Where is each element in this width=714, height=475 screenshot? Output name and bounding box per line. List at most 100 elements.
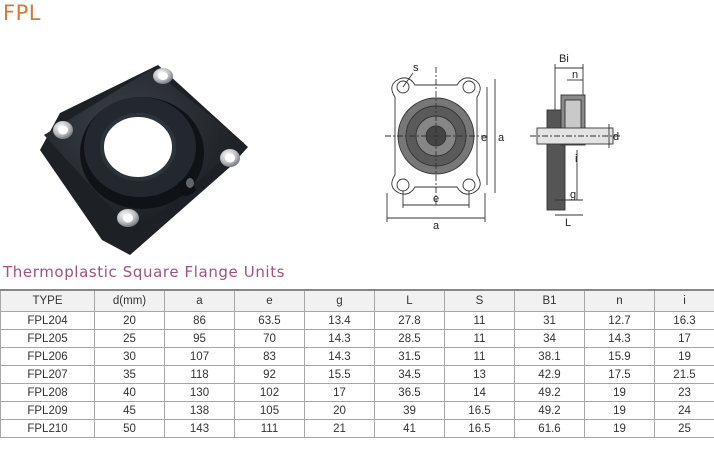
label-a-vertical: a — [498, 132, 505, 144]
header-type: TYPE — [0, 289, 95, 312]
cell-s: 16.5 — [444, 401, 515, 420]
cell-type: FPL206 — [0, 347, 95, 366]
cell-i: 21.5 — [654, 365, 714, 384]
cell-i: 23 — [654, 383, 714, 402]
cell-n: 19 — [584, 419, 655, 438]
table-row: FPL205 25 95 70 14.3 28.5 11 34 14.3 17 — [0, 329, 714, 348]
label-e-vertical: e — [481, 132, 487, 144]
cell-i: 16.3 — [654, 311, 714, 330]
cell-g: 14.3 — [304, 347, 375, 366]
cell-e: 70 — [234, 329, 305, 348]
cell-l: 41 — [374, 419, 445, 438]
cell-type: FPL207 — [0, 365, 95, 384]
cell-b1: 34 — [514, 329, 585, 348]
cell-e: 63.5 — [234, 311, 305, 330]
cell-e: 102 — [234, 383, 305, 402]
cell-d: 30 — [94, 347, 165, 366]
cell-i: 24 — [654, 401, 714, 420]
header-l: L — [374, 289, 445, 312]
cell-g: 15.5 — [304, 365, 375, 384]
side-view-drawing: Bi n d i g L — [530, 53, 620, 229]
cell-a: 138 — [164, 401, 235, 420]
cell-n: 19 — [584, 401, 655, 420]
label-g: g — [570, 189, 576, 201]
label-bi: Bi — [559, 53, 569, 65]
header-b1: B1 — [514, 289, 585, 312]
cell-i: 19 — [654, 347, 714, 366]
cell-a: 143 — [164, 419, 235, 438]
cell-e: 111 — [234, 419, 305, 438]
label-s: s — [413, 62, 419, 74]
header-i: i — [654, 289, 714, 312]
cell-n: 14.3 — [584, 329, 655, 348]
cell-g: 13.4 — [304, 311, 375, 330]
label-l: L — [565, 217, 571, 229]
cell-s: 11 — [444, 347, 515, 366]
cell-s: 11 — [444, 311, 515, 330]
cell-d: 40 — [94, 383, 165, 402]
cell-l: 39 — [374, 401, 445, 420]
cell-type: FPL210 — [0, 419, 95, 438]
front-view-drawing: s e a e a — [385, 62, 505, 230]
cell-a: 107 — [164, 347, 235, 366]
cell-type: FPL209 — [0, 401, 95, 420]
bolt-hole-icons — [53, 68, 240, 227]
cell-type: FPL204 — [0, 311, 95, 330]
cell-e: 105 — [234, 401, 305, 420]
cell-d: 35 — [94, 365, 165, 384]
header-n: n — [584, 289, 655, 312]
cell-l: 34.5 — [374, 365, 445, 384]
table-row: FPL206 30 107 83 14.3 31.5 11 38.1 15.9 … — [0, 347, 714, 366]
label-d: d — [613, 131, 619, 143]
header-e: e — [234, 289, 305, 312]
cell-d: 45 — [94, 401, 165, 420]
cell-a: 86 — [164, 311, 235, 330]
header-d: d(mm) — [94, 289, 165, 312]
cell-d: 20 — [94, 311, 165, 330]
table-row: FPL209 45 138 105 20 39 16.5 49.2 19 24 — [0, 401, 714, 420]
label-e-horizontal: e — [433, 193, 439, 205]
cell-e: 83 — [234, 347, 305, 366]
label-a-horizontal: a — [433, 220, 440, 230]
cell-i: 17 — [654, 329, 714, 348]
table-row: FPL210 50 143 111 21 41 16.5 61.6 19 25 — [0, 419, 714, 438]
cell-b1: 61.6 — [514, 419, 585, 438]
cell-b1: 49.2 — [514, 401, 585, 420]
product-subtitle: Thermoplastic Square Flange Units — [3, 263, 286, 281]
cell-b1: 31 — [514, 311, 585, 330]
cell-d: 25 — [94, 329, 165, 348]
cell-s: 14 — [444, 383, 515, 402]
cell-g: 17 — [304, 383, 375, 402]
cell-b1: 49.2 — [514, 383, 585, 402]
cell-s: 16.5 — [444, 419, 515, 438]
cell-e: 92 — [234, 365, 305, 384]
table-row: FPL207 35 118 92 15.5 34.5 13 42.9 17.5 … — [0, 365, 714, 384]
product-photo — [40, 65, 248, 255]
cell-s: 13 — [444, 365, 515, 384]
cell-g: 21 — [304, 419, 375, 438]
cell-l: 28.5 — [374, 329, 445, 348]
cell-l: 27.8 — [374, 311, 445, 330]
cell-b1: 42.9 — [514, 365, 585, 384]
spec-table: TYPE d(mm) a e g L S B1 n i FPL204 20 86… — [0, 289, 714, 438]
cell-n: 12.7 — [584, 311, 655, 330]
cell-g: 20 — [304, 401, 375, 420]
label-i: i — [575, 153, 577, 165]
cell-a: 130 — [164, 383, 235, 402]
header-a: a — [164, 289, 235, 312]
cell-g: 14.3 — [304, 329, 375, 348]
cell-s: 11 — [444, 329, 515, 348]
table-row: FPL204 20 86 63.5 13.4 27.8 11 31 12.7 1… — [0, 311, 714, 330]
table-row: FPL208 40 130 102 17 36.5 14 49.2 19 23 — [0, 383, 714, 402]
cell-type: FPL205 — [0, 329, 95, 348]
header-s: S — [444, 289, 515, 312]
header-g: g — [304, 289, 375, 312]
cell-n: 19 — [584, 383, 655, 402]
label-n: n — [572, 69, 578, 81]
table-header-row: TYPE d(mm) a e g L S B1 n i — [0, 289, 714, 312]
cell-a: 118 — [164, 365, 235, 384]
cell-l: 36.5 — [374, 383, 445, 402]
cell-n: 15.9 — [584, 347, 655, 366]
cell-b1: 38.1 — [514, 347, 585, 366]
cell-l: 31.5 — [374, 347, 445, 366]
